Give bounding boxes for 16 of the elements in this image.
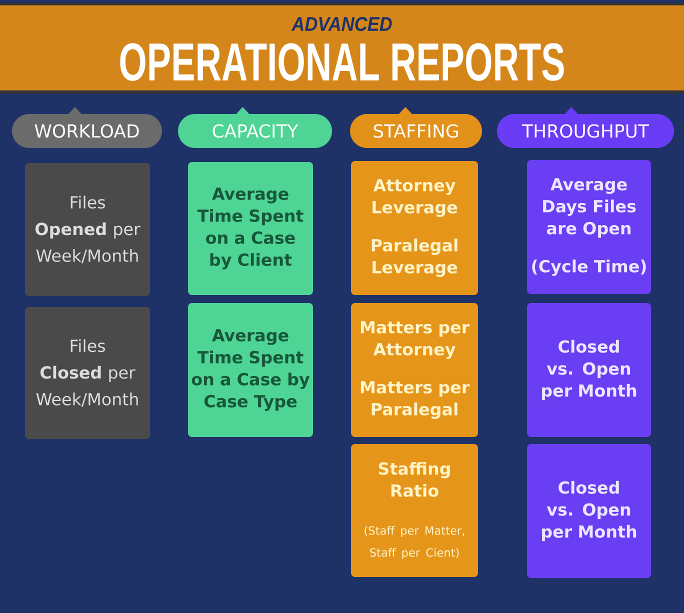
- category-pill: WORKLOAD: [12, 114, 162, 148]
- report-box: Files Opened per Week/Month: [25, 163, 150, 296]
- category-pill: CAPACITY: [178, 114, 332, 148]
- report-box: Staffing Ratio (Staff per Matter, Staff per Cient): [351, 444, 478, 577]
- report-box: Closed vs. Open per Month: [527, 444, 652, 578]
- category-pill: THROUGHPUT: [497, 114, 674, 148]
- report-box: Matters per Attorney Matters per Paralegal: [351, 303, 478, 437]
- subtitle: ADVANCED: [291, 16, 392, 32]
- report-box: Closed vs. Open per Month: [527, 303, 652, 437]
- report-box: Average Time Spent on a Case by Case Type: [188, 303, 313, 437]
- category-pill: STAFFING: [350, 114, 482, 148]
- title: OPERATIONAL REPORTS: [120, 43, 564, 81]
- report-box: Attorney Leverage Paralegal Leverage: [351, 161, 478, 295]
- report-box: Files Closed per Week/Month: [25, 307, 150, 439]
- report-box: Average Days Files are Open (Cycle Time): [527, 160, 652, 294]
- report-box: Average Time Spent on a Case by Client: [188, 162, 313, 295]
